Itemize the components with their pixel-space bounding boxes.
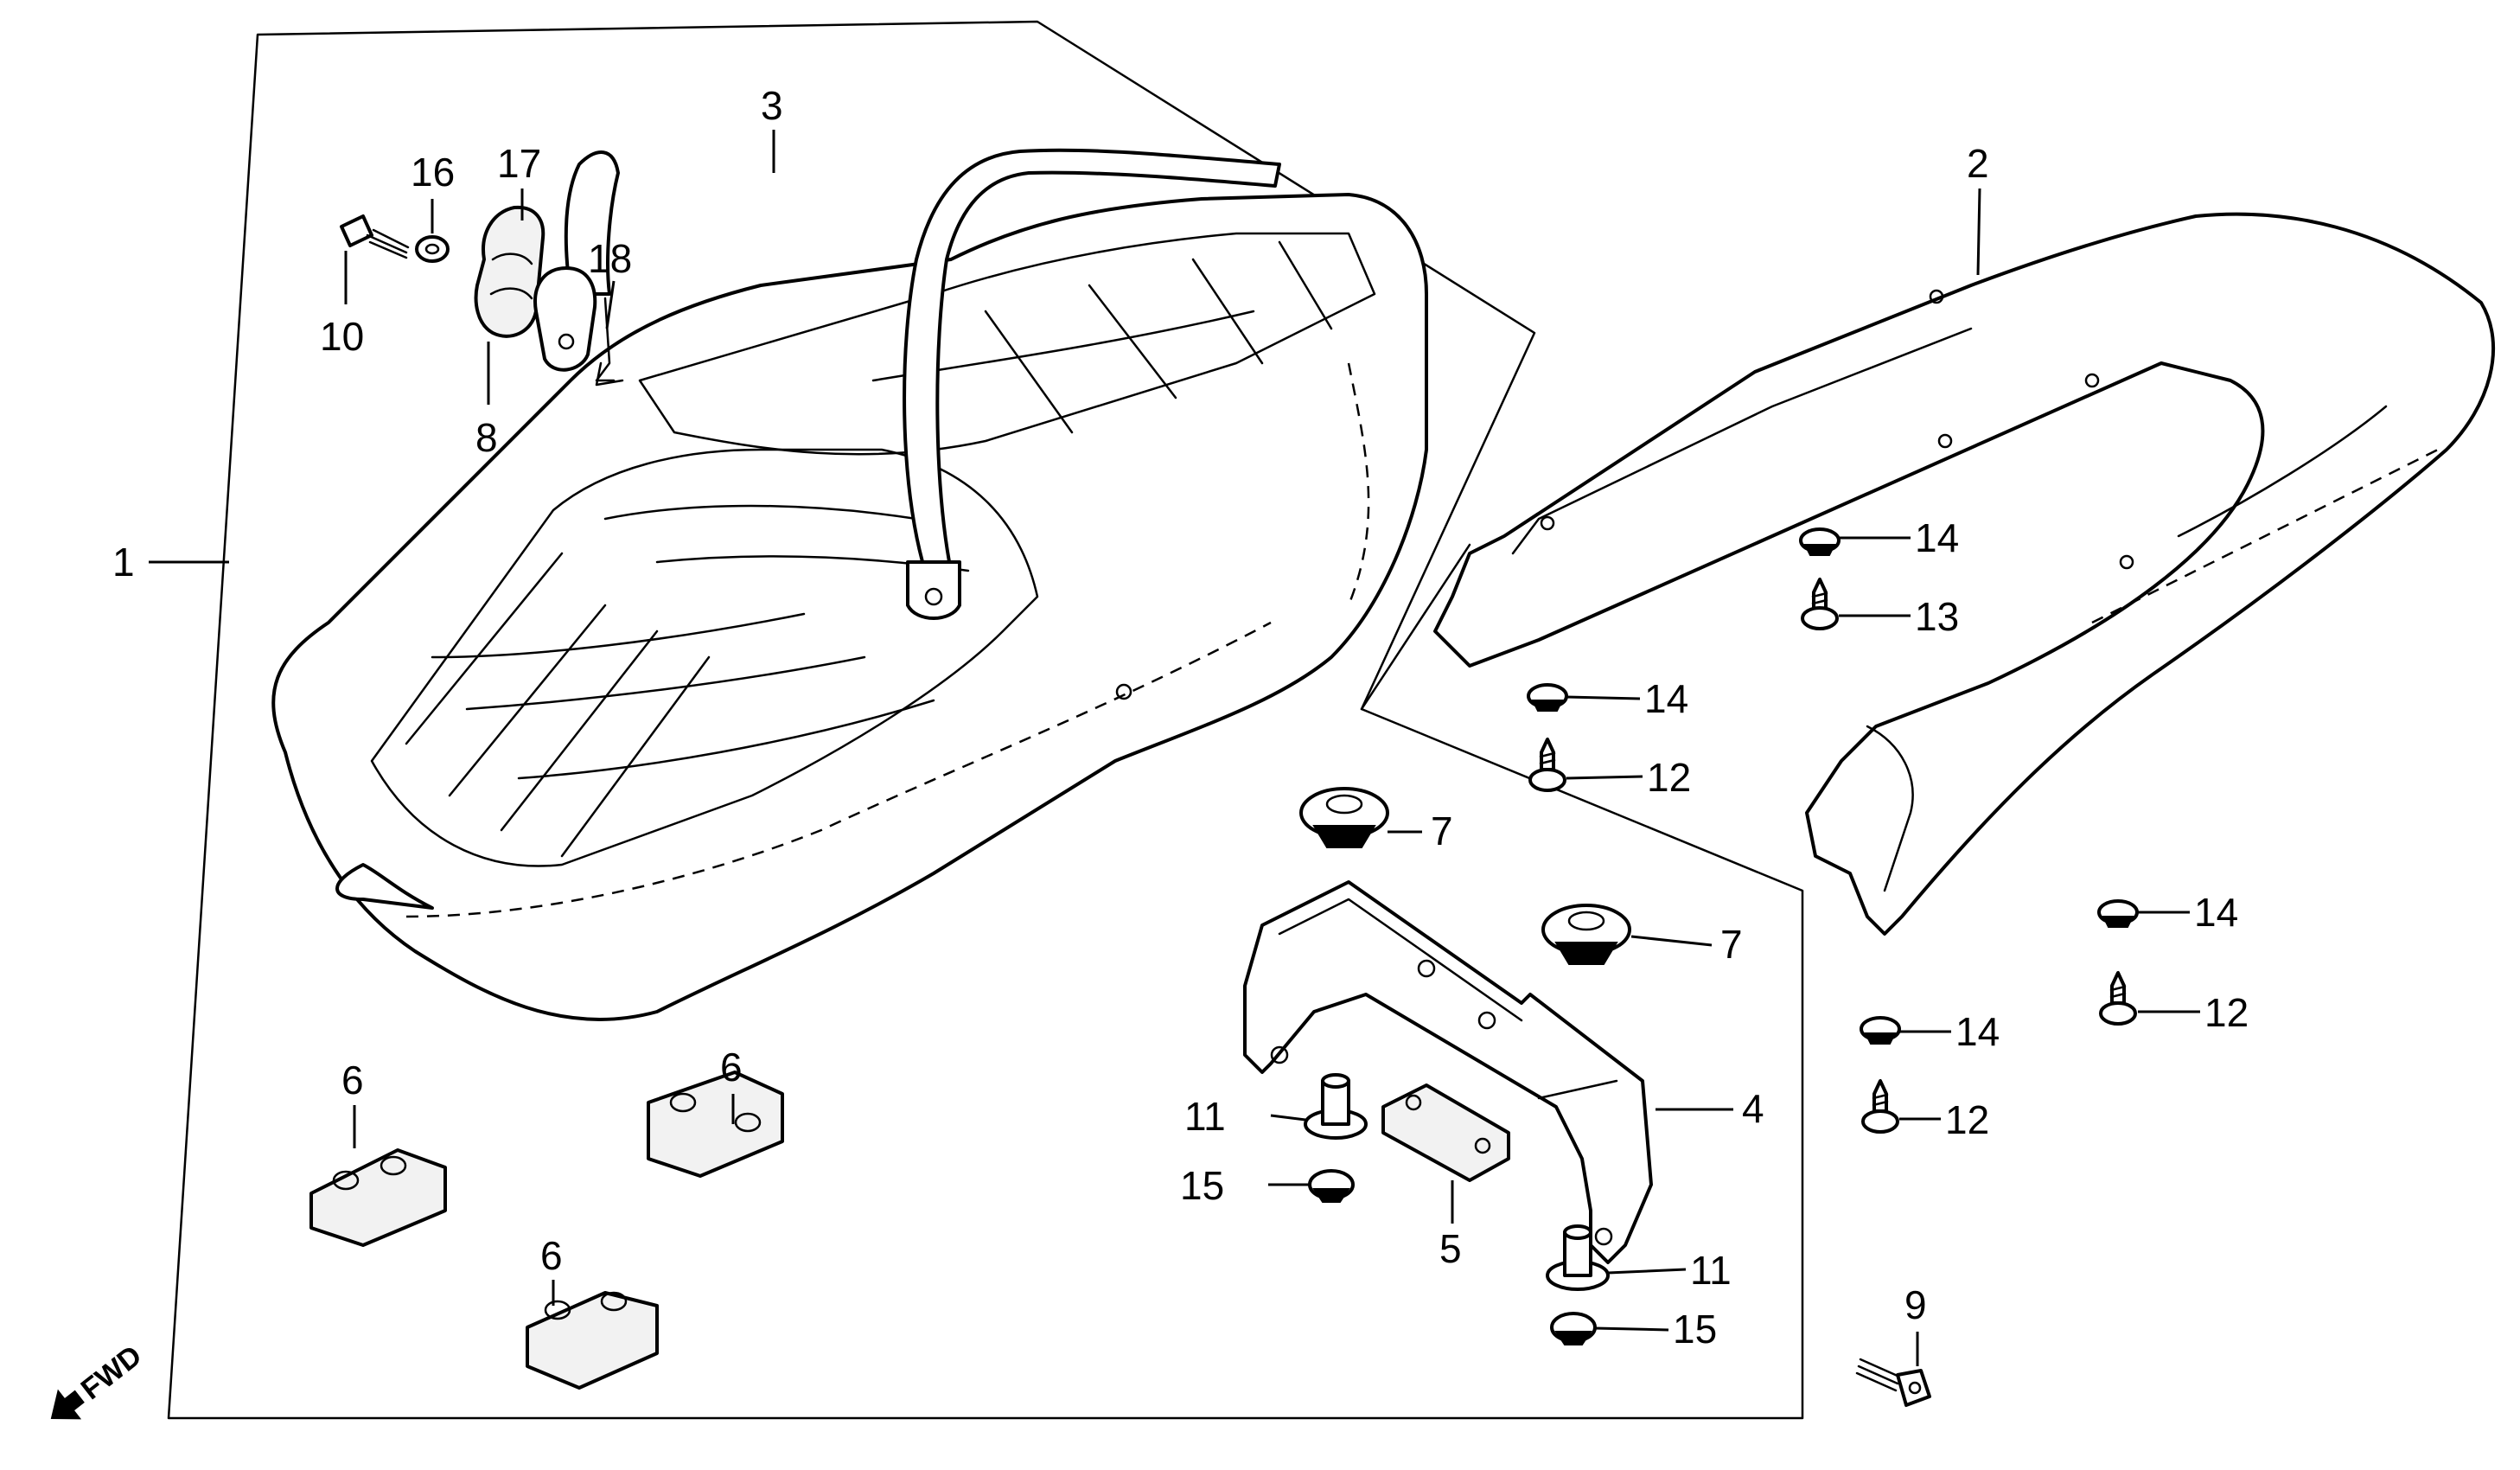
callout-11-b: 11 <box>1690 1248 1732 1293</box>
seat-lock-parts <box>474 205 624 387</box>
callout-7-a: 7 <box>1431 808 1453 853</box>
cushion-6b <box>647 1071 784 1178</box>
rear-cowl <box>1433 212 2496 936</box>
callout-10: 10 <box>320 314 364 359</box>
callout-11-a: 11 <box>1184 1094 1226 1139</box>
callout-18: 18 <box>588 236 632 281</box>
seat-strap <box>564 148 1281 620</box>
callout-1: 1 <box>112 540 135 585</box>
washer-14c <box>2097 899 2139 928</box>
washer-16 <box>415 235 450 263</box>
callout-14-a: 14 <box>1915 515 1959 560</box>
callout-6-b: 6 <box>720 1045 743 1090</box>
callout-14-c: 14 <box>2194 890 2238 935</box>
callout-5: 5 <box>1439 1226 1462 1271</box>
seat-assembly <box>271 193 1428 1022</box>
screw-13 <box>1801 578 1839 630</box>
callout-2: 2 <box>1967 141 1989 186</box>
callout-15-b: 15 <box>1673 1307 1717 1352</box>
callout-12-c: 12 <box>1945 1097 1989 1142</box>
screw-12a <box>1528 738 1566 792</box>
washer-14b <box>1527 683 1568 712</box>
callout-14-b: 14 <box>1644 676 1688 721</box>
callout-12-b: 12 <box>2204 990 2249 1035</box>
grommet-7b <box>1541 904 1631 965</box>
callout-7-b: 7 <box>1720 922 1743 967</box>
rubber-plate-5 <box>1381 1083 1510 1182</box>
callout-6-c: 6 <box>540 1233 563 1278</box>
nut-15a <box>1308 1169 1355 1203</box>
leader-lines <box>149 130 2200 1366</box>
callout-17: 17 <box>497 141 541 186</box>
collar-11b <box>1546 1224 1610 1291</box>
callout-labels: 1 2 3 4 5 6 6 6 7 7 8 9 10 11 11 12 12 1… <box>112 83 2249 1352</box>
cushion-6a <box>309 1148 447 1247</box>
callout-3: 3 <box>761 83 783 128</box>
screw-12c <box>1861 1079 1899 1134</box>
fwd-label: FWD <box>75 1339 148 1407</box>
washer-14d <box>1860 1016 1901 1045</box>
callout-12-a: 12 <box>1647 755 1691 800</box>
collar-11a <box>1304 1073 1368 1140</box>
cushion-6c <box>526 1291 659 1390</box>
screw-12b <box>2099 971 2137 1026</box>
assembly-boundary-outline <box>167 20 1804 1420</box>
callout-16: 16 <box>411 150 455 195</box>
callout-4: 4 <box>1742 1086 1764 1131</box>
callout-8: 8 <box>475 415 498 460</box>
callout-9: 9 <box>1904 1282 1927 1327</box>
callout-6-a: 6 <box>341 1058 364 1102</box>
seat-bracket <box>1243 880 1653 1264</box>
nut-15b <box>1550 1312 1597 1345</box>
callout-13: 13 <box>1915 594 1959 639</box>
bolt-9 <box>1855 1358 1931 1407</box>
callout-14-d: 14 <box>1955 1009 2000 1054</box>
washer-14a <box>1799 527 1841 556</box>
seat-cowl-boundary-outline <box>1360 543 1471 711</box>
callout-15-a: 15 <box>1180 1163 1224 1208</box>
bolt-10 <box>340 214 410 259</box>
grommet-7a <box>1299 787 1389 848</box>
forward-direction-arrow: FWD <box>50 1339 148 1420</box>
